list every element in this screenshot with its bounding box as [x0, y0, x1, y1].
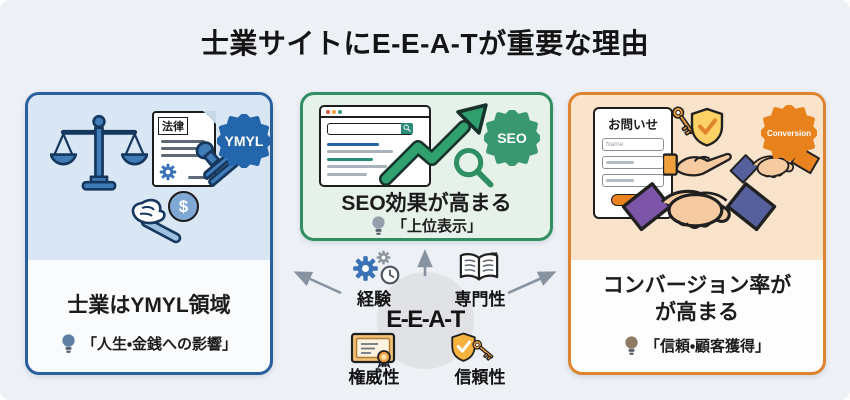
ymyl-note: 「人生・金銭への影響」 [28, 333, 270, 354]
factor-authoritativeness-label: 権威性 [348, 368, 400, 387]
contact-form-title: お問いせ [607, 118, 658, 132]
search-bar [327, 123, 413, 135]
scales-of-justice-icon [50, 107, 148, 195]
factor-trustworthiness: 信頼性 [444, 363, 516, 388]
open-book-icon [458, 251, 500, 284]
gavel-icon [124, 193, 186, 249]
lightbulb-icon [371, 215, 386, 236]
ymyl-note-text: 「人生・金銭への影響」 [81, 336, 238, 353]
dollar-sign: $ [178, 196, 189, 216]
gear-icon [159, 163, 177, 181]
factor-experience-label: 経験 [357, 290, 391, 309]
factor-experience: 経験 [338, 285, 410, 310]
search-icon [401, 123, 413, 134]
seo-note-text: 「上位表示」 [391, 218, 482, 235]
conversion-badge-text: Conversion [766, 128, 811, 138]
page-title: 士業サイトにE-E-A-Tが重要な理由 [200, 28, 650, 59]
conversion-note: 「信頼・顧客獲得」 [571, 335, 823, 356]
factor-trustworthiness-label: 信頼性 [454, 368, 506, 387]
form-field [602, 174, 664, 187]
conversion-note-text: 「信頼・顧客獲得」 [644, 338, 771, 355]
ymyl-heading: 士業はYMYL領域 [67, 294, 231, 317]
lightbulb-icon [61, 333, 76, 354]
conversion-heading-line2: が高まる [655, 301, 739, 324]
factor-expertise-label: 専門性 [454, 290, 506, 309]
law-document-label: 法律 [158, 117, 188, 135]
conversion-badge: Conversion [761, 105, 817, 161]
conversion-heading: コンバージョン率が が高まる [571, 272, 823, 326]
browser-dot-orange [332, 110, 336, 114]
browser-titlebar [321, 107, 429, 118]
gears-clock-icon [352, 250, 408, 290]
factor-expertise: 専門性 [444, 285, 516, 310]
eeat-label: E-E-A-T [386, 306, 465, 333]
conversion-heading-line1: コンバージョン率が [602, 274, 792, 297]
seo-heading: SEO効果が高まる [341, 192, 512, 215]
shield-check-icon [689, 107, 725, 147]
form-field [602, 156, 664, 169]
ymyl-badge: YMYL [217, 114, 270, 168]
browser-window-icon [319, 105, 431, 187]
ymyl-badge-text: YMYL [224, 133, 264, 149]
seo-badge-text: SEO [497, 130, 527, 146]
ymyl-illustration: 法律 $ YMYL [28, 95, 270, 260]
lightbulb-icon [624, 335, 639, 356]
form-field-name: Name [602, 138, 664, 151]
arrow-to-ymyl [293, 271, 342, 295]
factor-authoritativeness: 権威性 [338, 363, 410, 388]
seo-illustration: SEO [303, 95, 550, 191]
card-ymyl: 法律 $ YMYL 士業はYMYL領域 「人生・金銭への影響」 [25, 92, 273, 375]
browser-dot-red [326, 110, 330, 114]
conversion-illustration: お問いせ Name Conversion [571, 95, 823, 260]
dollar-coin-icon: $ [168, 191, 199, 222]
card-seo: SEO SEO効果が高まる 「上位表示」 [300, 92, 553, 241]
seo-note: 「上位表示」 [303, 215, 550, 236]
seo-badge: SEO [484, 110, 540, 166]
clock-icon [380, 265, 400, 285]
card-conversion: お問いせ Name Conversion コンバージョン率が が高まる 「信頼・… [568, 92, 826, 375]
browser-dot-green [338, 110, 342, 114]
handshake-icon [621, 169, 777, 249]
